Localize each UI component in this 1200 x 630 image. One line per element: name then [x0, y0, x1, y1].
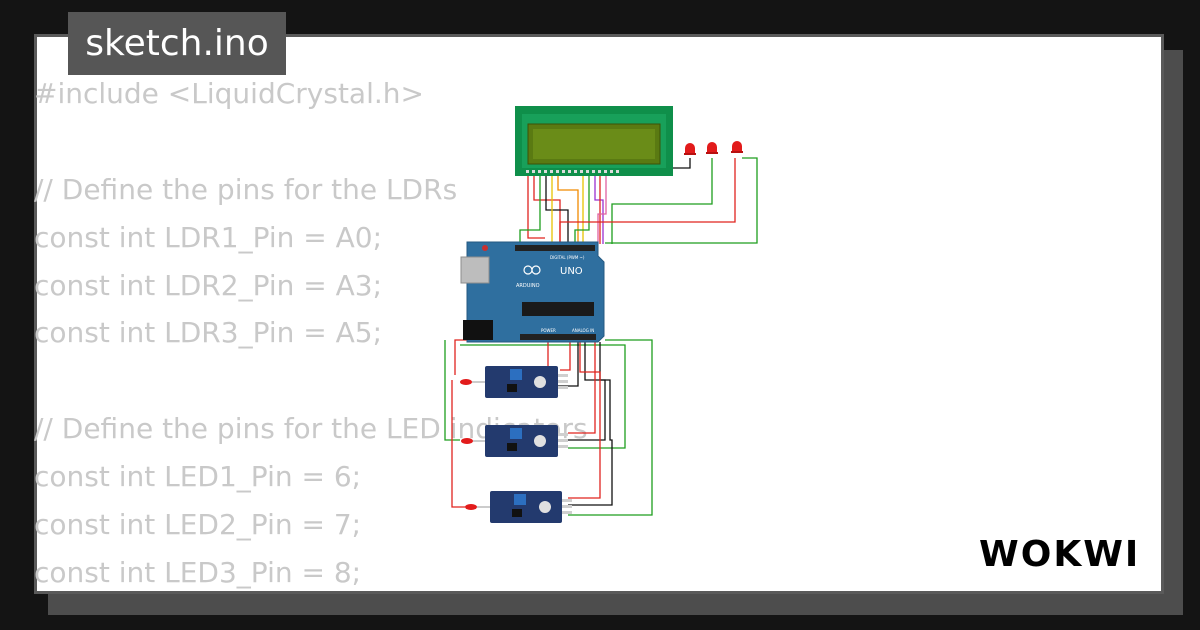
photoresistor-icon	[460, 379, 472, 385]
wire-green	[611, 158, 713, 244]
wire-green	[568, 339, 653, 516]
wire-red	[451, 380, 465, 508]
ldr-sensor-module	[461, 425, 568, 457]
photoresistor-icon	[461, 438, 473, 444]
analog-header-label: ANALOG IN	[572, 328, 594, 333]
wire-purple	[594, 170, 604, 244]
ldr-sensor-module	[460, 366, 568, 398]
usb-port	[460, 256, 490, 284]
wire-black	[545, 170, 569, 244]
code-line: const int LDR1_Pin = A0;	[34, 220, 383, 254]
code-line: const int LED1_Pin = 6;	[34, 460, 362, 494]
led-red	[684, 143, 696, 155]
digital-header	[515, 245, 595, 251]
reset-button	[482, 245, 488, 251]
chip	[522, 302, 594, 316]
wire-red	[533, 170, 561, 244]
wokwi-logo-text: WOKWI	[979, 534, 1140, 575]
power-jack	[463, 320, 493, 340]
led-red	[706, 142, 718, 154]
wokwi-logo: WOKWI	[979, 534, 1140, 575]
wire-red	[568, 342, 596, 434]
wires	[444, 157, 758, 516]
wire-red	[527, 170, 545, 239]
wire-black	[558, 342, 579, 387]
wire-green	[444, 340, 460, 441]
wire-red	[559, 158, 736, 244]
wire-green	[519, 170, 541, 250]
board-brand: ARDUINO	[516, 283, 540, 289]
wire-red	[568, 342, 601, 499]
file-name-tab: sketch.ino	[68, 12, 286, 75]
code-line: // Define the pins for the LDRs	[34, 172, 458, 206]
digital-header-label: DIGITAL (PWM ~)	[550, 255, 585, 260]
code-line: const int LDR2_Pin = A3;	[34, 268, 383, 302]
analog-header	[520, 334, 596, 340]
wire-green	[574, 170, 590, 244]
wire-green	[605, 157, 758, 244]
led-red	[731, 141, 743, 153]
wire-red	[560, 342, 571, 371]
arduino-uno-board: UNO ARDUINO DIGITAL (PWM ~) ANALOG IN PO…	[460, 241, 605, 343]
code-line: const int LED3_Pin = 8;	[34, 555, 362, 589]
board-label: UNO	[560, 266, 583, 277]
power-header-label: POWER	[541, 328, 556, 333]
ldr-sensor-module	[465, 491, 572, 523]
code-preview: #include <LiquidCrystal.h> // Define the …	[34, 70, 588, 597]
wire-pink	[597, 170, 607, 244]
lcd-module	[515, 106, 673, 176]
code-line: #include <LiquidCrystal.h>	[34, 77, 424, 110]
wire-green	[460, 344, 626, 449]
code-line: const int LDR3_Pin = A5;	[34, 316, 383, 350]
code-line: const int LED2_Pin = 7;	[34, 508, 362, 542]
photoresistor-icon	[465, 504, 477, 510]
wire-orange	[557, 170, 579, 244]
